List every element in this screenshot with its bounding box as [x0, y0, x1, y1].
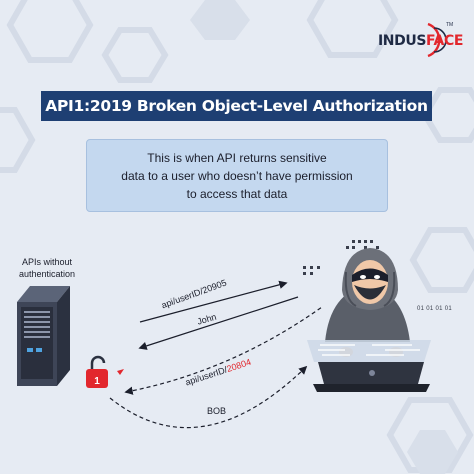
description-line-2: data to a user who doesn’t have permissi…	[121, 169, 353, 183]
indusface-logo: INDUSFACE TM	[378, 22, 463, 58]
response-arrow-2	[109, 365, 308, 429]
binary-dots-left	[303, 266, 320, 275]
logo-arc-icon	[427, 22, 447, 58]
logo-trademark: TM	[446, 22, 454, 28]
server-label: APIs without authentication	[6, 256, 88, 280]
binary-dots-top	[346, 240, 379, 249]
page-title: API1:2019 Broken Object-Level Authorizat…	[41, 91, 432, 121]
response-label-2: BOB	[207, 406, 227, 416]
request-arrow-1	[139, 280, 288, 323]
server-icon	[17, 286, 70, 386]
hacker-at-laptop-icon	[303, 240, 431, 392]
response-arrow-1	[138, 296, 299, 350]
description-box: This is when API returns sensitive data …	[86, 139, 388, 212]
logo-wordmark: INDUSFACE	[378, 33, 463, 49]
description-line-1: This is when API returns sensitive	[147, 151, 327, 165]
logo-word-part2: FACE	[426, 33, 464, 49]
svg-text:1: 1	[94, 376, 100, 387]
logo-word-part1: INDUS	[378, 33, 426, 49]
description-text: This is when API returns sensitive data …	[87, 149, 387, 203]
request-arrow-2	[124, 306, 323, 395]
binary-text: 01 01 01 01	[417, 306, 452, 312]
server-label-line-2: authentication	[18, 269, 76, 279]
server-label-line-1: APIs without	[21, 257, 73, 267]
unlocked-padlock-icon: 1	[86, 355, 124, 388]
description-line-3: to access that data	[186, 187, 288, 201]
